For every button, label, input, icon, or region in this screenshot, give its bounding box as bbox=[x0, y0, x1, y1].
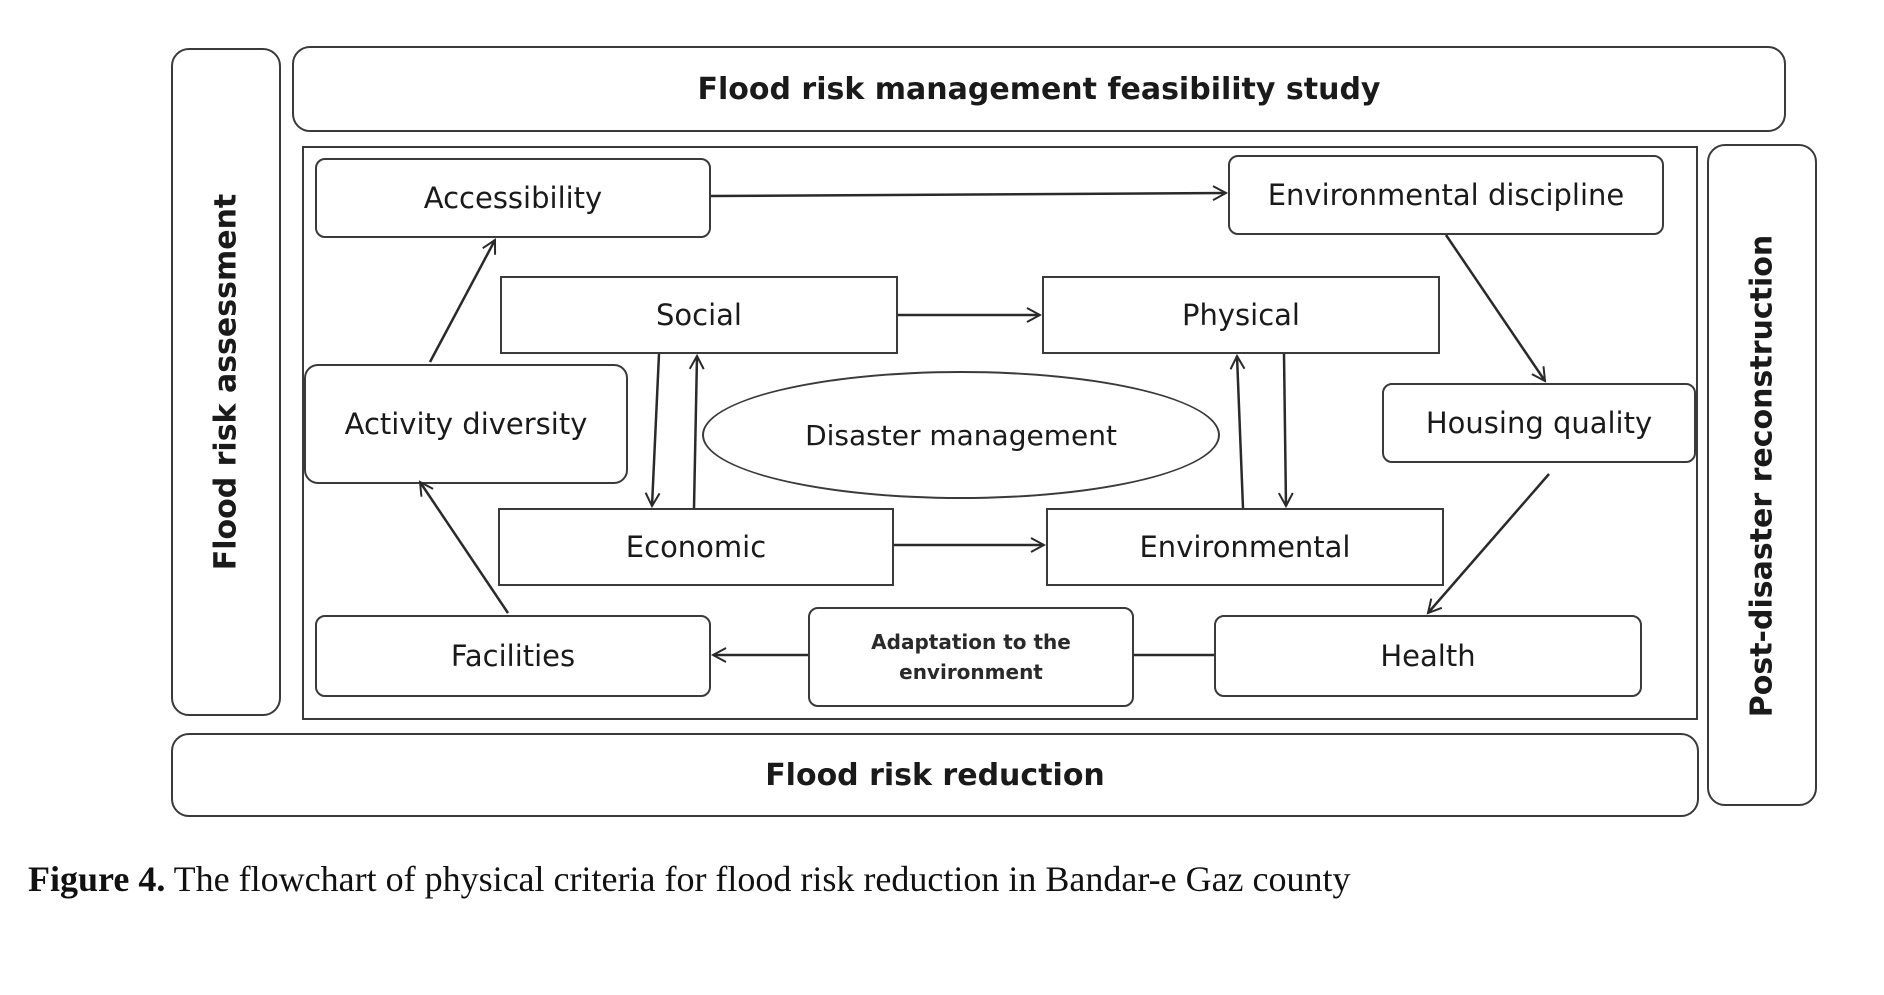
arrow-facilities-to-activity bbox=[420, 482, 510, 614]
bottom-band: Flood risk reduction bbox=[171, 733, 1699, 817]
social-node: Social bbox=[500, 276, 898, 354]
arrow-accessibility-to-env-discipline bbox=[710, 193, 1226, 196]
arrow-physical-to-environmental bbox=[1284, 353, 1286, 506]
arrow-social-to-economic bbox=[652, 353, 659, 506]
top-band-label: Flood risk management feasibility study bbox=[697, 71, 1381, 107]
adaptation-label-line2: environment bbox=[899, 660, 1043, 684]
disaster-management-ellipse: Disaster management bbox=[702, 371, 1220, 499]
activity-diversity-label: Activity diversity bbox=[344, 407, 588, 441]
figure-caption-text: The flowchart of physical criteria for f… bbox=[165, 859, 1351, 899]
physical-label: Physical bbox=[1182, 298, 1300, 332]
arrow-environmental-to-physical bbox=[1237, 356, 1243, 509]
accessibility-node: Accessibility bbox=[315, 158, 711, 238]
activity-diversity-node: Activity diversity bbox=[304, 364, 628, 484]
environmental-label: Environmental bbox=[1139, 530, 1351, 564]
environmental-discipline-node: Environmental discipline bbox=[1228, 155, 1664, 235]
facilities-node: Facilities bbox=[315, 615, 711, 697]
arrow-economic-to-social bbox=[694, 356, 697, 509]
environmental-discipline-label: Environmental discipline bbox=[1267, 178, 1625, 212]
left-band bbox=[171, 48, 281, 716]
adaptation-label-line1: Adaptation to the bbox=[871, 630, 1071, 654]
economic-node: Economic bbox=[498, 508, 894, 586]
environmental-node: Environmental bbox=[1046, 508, 1444, 586]
facilities-label: Facilities bbox=[450, 639, 576, 673]
economic-label: Economic bbox=[625, 530, 767, 564]
social-label: Social bbox=[656, 298, 742, 332]
adaptation-node: Adaptation to the environment bbox=[808, 607, 1134, 707]
disaster-management-label: Disaster management bbox=[805, 418, 1117, 452]
physical-node: Physical bbox=[1042, 276, 1440, 354]
arrow-housing-to-health bbox=[1428, 473, 1550, 613]
health-node: Health bbox=[1214, 615, 1642, 697]
right-band bbox=[1707, 144, 1817, 806]
accessibility-label: Accessibility bbox=[423, 181, 603, 215]
figure-caption: Figure 4. The flowchart of physical crit… bbox=[28, 858, 1351, 900]
figure-caption-label: Figure 4. bbox=[28, 859, 166, 899]
housing-quality-node: Housing quality bbox=[1382, 383, 1696, 463]
arrow-env-discipline-to-housing bbox=[1444, 234, 1545, 381]
health-label: Health bbox=[1380, 639, 1476, 673]
top-band: Flood risk management feasibility study bbox=[292, 46, 1786, 132]
bottom-band-label: Flood risk reduction bbox=[765, 757, 1105, 793]
arrow-activity-to-accessibility bbox=[428, 240, 497, 363]
housing-quality-label: Housing quality bbox=[1425, 406, 1653, 440]
